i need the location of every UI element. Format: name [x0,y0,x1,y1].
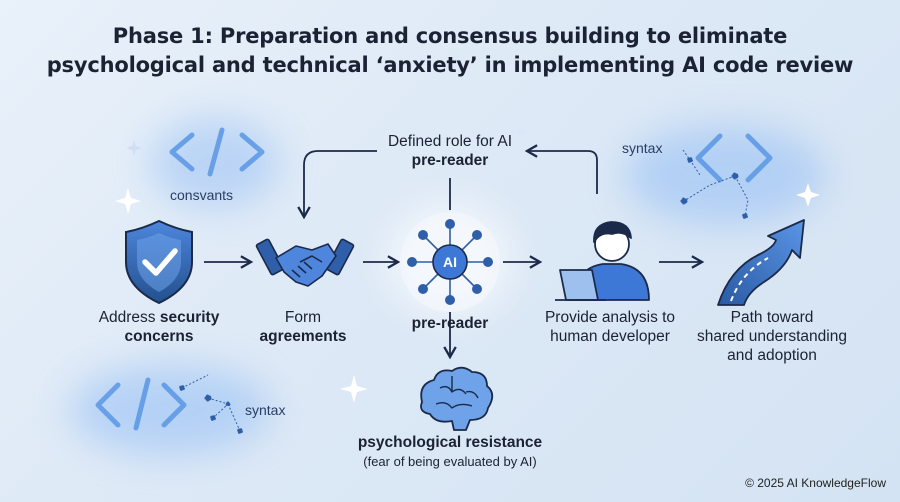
node-path-line1: Path toward [730,309,814,326]
node-path-line2: shared understanding [697,328,847,345]
glow-right-top [625,125,825,225]
node-resistance-line2: (fear of being evaluated by AI) [363,454,537,469]
sparkle-icons [115,125,820,403]
node-security-line1: Address security [79,308,239,327]
code-bracket-left-top-icon [169,127,265,177]
node-security-label: Address security concerns [79,308,239,346]
ai-badge: AI [443,254,457,270]
node-agreements-label: Form agreements [238,308,368,346]
node-ai-label: pre-reader [411,315,489,332]
node-path-label: Path toward shared understanding and ado… [686,308,858,365]
node-ai-role: Defined role for AI pre-reader [370,132,530,170]
node-developer-line2: human developer [550,328,670,345]
node-ai-role-line1: Defined role for AI [387,133,513,150]
node-security-bold: security [159,309,220,326]
node-security-line2: concerns [124,328,194,345]
node-path-line3: and adoption [727,347,817,364]
code-bracket-left-bottom-icon [95,377,187,431]
brain-icon [420,366,494,431]
code-bracket-right-top-icon [695,133,773,183]
decor-label-right-top: syntax [622,140,663,156]
node-security-pre: Address [98,309,160,326]
node-resistance-line1: psychological resistance [357,434,543,451]
page-title: Phase 1: Preparation and consensus build… [0,22,900,80]
node-ai-role-line2: pre-reader [411,152,489,169]
title-line-2: psychological and technical ‘anxiety’ in… [46,53,854,77]
constellation-right-icon [680,149,749,219]
title-line-1: Phase 1: Preparation and consensus build… [112,24,788,48]
handshake-icon [255,238,355,287]
node-agreements-line1: Form [284,309,322,326]
path-arrow-icon [717,219,805,306]
developer-laptop-icon [555,221,650,301]
node-resistance-label: psychological resistance (fear of being … [330,433,570,471]
decor-label-left-top: consvants [170,187,234,203]
ai-network-icon [400,212,500,312]
footer-copyright: © 2025 AI KnowledgeFlow [745,476,886,490]
decor-label-left-bottom: syntax [245,402,286,418]
node-agreements-line2: agreements [259,328,347,345]
node-developer-line1: Provide analysis to [544,309,676,326]
shield-check-icon [125,219,193,305]
node-developer-label: Provide analysis to human developer [520,308,700,346]
flow-arrows [204,144,705,360]
constellation-left-icon [179,374,243,434]
